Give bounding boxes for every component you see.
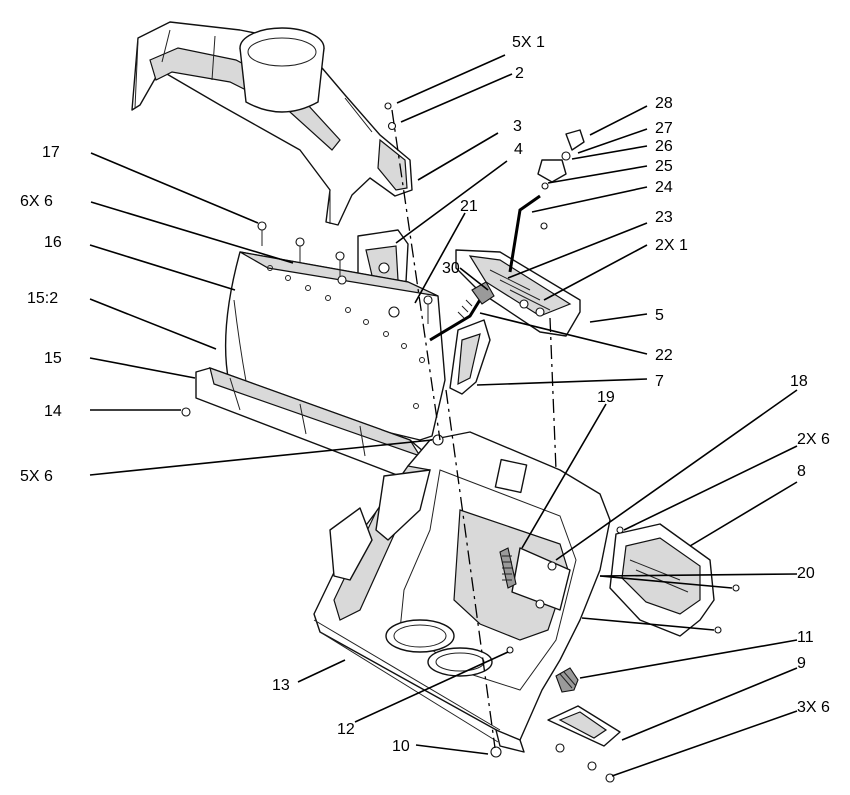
callout-5x1: 5X 1 xyxy=(512,34,545,51)
callout-22: 22 xyxy=(655,347,673,364)
callout-23: 23 xyxy=(655,209,673,226)
callout-8: 8 xyxy=(797,463,806,480)
callout-2: 2 xyxy=(515,65,524,82)
callout-12: 12 xyxy=(337,721,355,738)
callout-7: 7 xyxy=(655,373,664,390)
callout-2x1: 2X 1 xyxy=(655,237,688,254)
mounting-holes xyxy=(267,265,425,409)
callout-5: 5 xyxy=(655,307,664,324)
callout-10: 10 xyxy=(392,738,410,755)
callout-27: 27 xyxy=(655,120,673,137)
callout-30: 30 xyxy=(442,260,460,277)
hardware xyxy=(181,102,740,783)
callout-9: 9 xyxy=(797,655,806,672)
main-housing-part-13 xyxy=(313,431,611,753)
callout-17: 17 xyxy=(42,144,60,161)
callout-3: 3 xyxy=(513,118,522,135)
cover-plate-part-9 xyxy=(547,705,621,747)
callout-4: 4 xyxy=(514,141,523,158)
callout-6x6: 6X 6 xyxy=(20,193,53,210)
knob-part-11 xyxy=(555,667,579,693)
callout-15-2: 15:2 xyxy=(27,290,58,307)
callout-11: 11 xyxy=(797,629,814,646)
callout-20: 20 xyxy=(797,565,815,582)
dash-panel-part-5 xyxy=(455,249,581,337)
callout-24: 24 xyxy=(655,179,673,196)
callout-labels: 5X 1 2 3 4 17 6X 6 21 16 15:2 15 14 5X 6… xyxy=(20,34,830,755)
callout-15: 15 xyxy=(44,350,62,367)
callout-3x6: 3X 6 xyxy=(797,699,830,716)
callout-21: 21 xyxy=(460,198,478,215)
assembly-lines xyxy=(391,109,557,749)
callout-19: 19 xyxy=(597,389,615,406)
bracket-part-7 xyxy=(449,319,491,395)
callout-16: 16 xyxy=(44,234,62,251)
cover-part-8 xyxy=(609,523,715,637)
shift-rod-part-24 xyxy=(508,129,585,273)
callout-5x6: 5X 6 xyxy=(20,468,53,485)
callout-13: 13 xyxy=(272,677,290,694)
callout-25: 25 xyxy=(655,158,673,175)
callout-28: 28 xyxy=(655,95,673,112)
callout-18: 18 xyxy=(790,373,808,390)
leader-lines xyxy=(89,54,798,777)
callout-26: 26 xyxy=(655,138,673,155)
callout-2x6: 2X 6 xyxy=(797,431,830,448)
chute-housing xyxy=(131,21,413,226)
callout-14: 14 xyxy=(44,403,62,420)
